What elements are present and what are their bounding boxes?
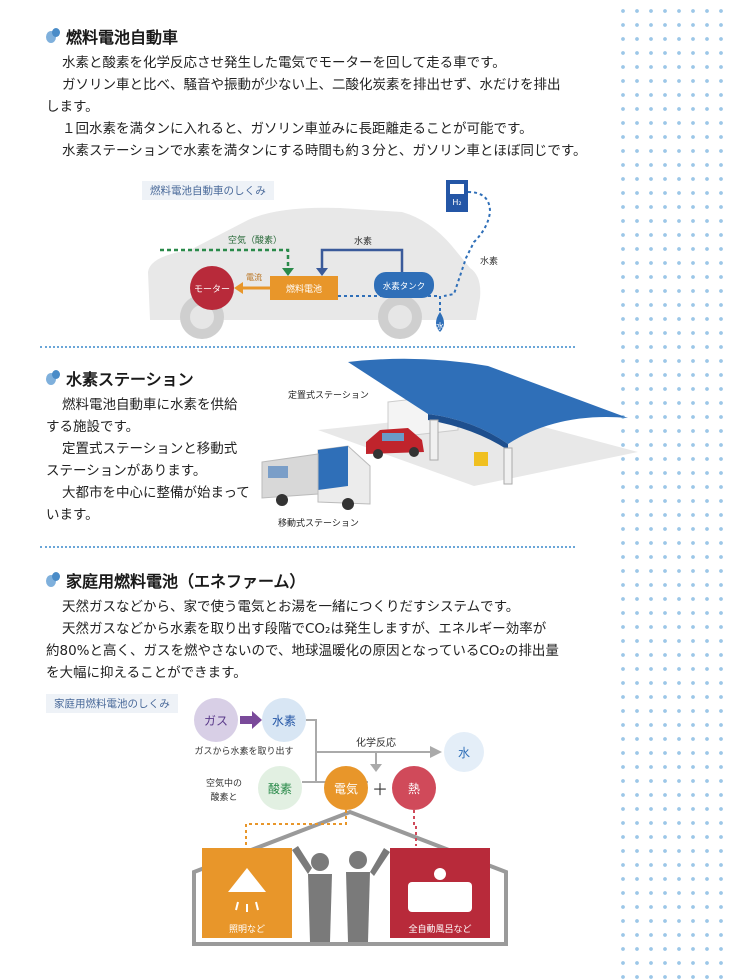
water-label: 水 — [458, 746, 470, 760]
air-label: 空気（酸素） — [228, 234, 282, 246]
gas-arrow — [240, 711, 262, 729]
hydrogen-arrow — [320, 248, 404, 272]
hydrogen-label: 水素 — [272, 714, 296, 728]
heading-text: 水素ステーション — [66, 370, 194, 389]
water-label: 水 — [436, 321, 444, 331]
water-drop-icon — [436, 312, 444, 332]
paragraph-line: １回水素を満タンに入れると、ガソリン車並みに長距離走ることが可能です。 — [62, 121, 533, 137]
hydrogen-pump-icon: H₂ — [446, 180, 468, 212]
oxygen-desc-line: 酸素と — [210, 791, 237, 803]
pillar — [503, 447, 513, 485]
electricity-circle — [324, 766, 368, 810]
reaction-split-arrowhead — [370, 764, 382, 772]
red-car-icon — [366, 428, 424, 459]
hydrogen-tank — [374, 272, 434, 298]
paragraph-line: を大幅に抑えることができます。 — [46, 665, 247, 681]
gas-circle — [194, 698, 238, 742]
paragraph-line: します。 — [46, 99, 99, 115]
hose-line — [443, 191, 492, 297]
oxygen-label: 酸素 — [268, 781, 292, 796]
pillar — [429, 419, 439, 461]
extract-label: ガスから水素を取り出す — [194, 745, 293, 757]
house-outline — [192, 809, 508, 946]
heat-circle — [392, 766, 436, 810]
current-label: 電流 — [246, 272, 262, 282]
mobile-station-truck-icon — [261, 445, 371, 510]
reaction-arrowhead — [430, 746, 442, 758]
lighting-label: 照明など — [229, 924, 265, 935]
motor-circle — [190, 266, 234, 310]
family-icon — [292, 846, 390, 942]
paragraph-line: 天然ガスなどから、家で使う電気とお湯を一緒につくりだすシステムです。 — [62, 599, 520, 615]
air-arrow — [160, 248, 290, 270]
car-hub — [388, 305, 412, 329]
paragraph-line: ガソリン車と比べ、騒音や振動が少ない上、二酸化炭素を排出せず、水だけを排出 — [62, 77, 561, 93]
current-arrowhead — [234, 282, 243, 294]
gas-label: ガス — [204, 714, 228, 728]
diagram-caption: 家庭用燃料電池のしくみ — [46, 694, 178, 713]
heading-text: 家庭用燃料電池（エネファーム） — [66, 572, 306, 591]
mobile-station-label: 移動式ステーション — [278, 517, 359, 529]
water-line — [338, 295, 441, 312]
heat-route — [413, 810, 417, 846]
diagram-caption: 燃料電池自動車のしくみ — [142, 181, 274, 200]
water-circle — [444, 732, 484, 772]
section-divider — [40, 346, 575, 348]
heading-text: 燃料電池自動車 — [66, 28, 179, 47]
bath-label: 全自動風呂など — [408, 923, 471, 935]
paragraph-line: 大都市を中心に整備が始まって — [62, 485, 250, 501]
lighting-box — [202, 848, 292, 938]
heat-label: 熱 — [408, 782, 420, 796]
paragraph-line: 水素ステーションで水素を満タンにする時間も約３分と、ガソリン車とほぼ同じです。 — [62, 143, 587, 159]
fcv-diagram: H₂ 水素 空気（酸素） 水素 モーター 燃料電池 電流 水素タンク 水 — [148, 180, 498, 339]
bullet-icon — [44, 27, 62, 45]
lamp-icon — [228, 868, 266, 892]
bullet-icon — [44, 369, 62, 387]
paragraph-line: 定置式ステーションと移動式 — [62, 441, 238, 457]
section-heading-enefarm: 家庭用燃料電池（エネファーム） — [44, 568, 306, 592]
bathtub-icon — [408, 882, 472, 912]
fuel-cell-box — [270, 276, 338, 300]
paragraph-line: ステーションがあります。 — [46, 463, 207, 479]
reaction-label: 化学反応 — [356, 736, 396, 749]
fixed-station-label: 定置式ステーション — [288, 389, 369, 401]
hydrogen-label: 水素 — [354, 235, 372, 247]
station-illustration: 定置式ステーション 移動式ステーション — [261, 358, 638, 529]
fuel-cell-label: 燃料電池 — [286, 283, 322, 295]
electricity-route — [245, 810, 347, 846]
hydrogen-arrowhead — [316, 268, 328, 276]
paragraph-line: います。 — [46, 507, 99, 523]
enefarm-diagram: ガス 水素 ガスから水素を取り出す 化学反応 水 空気中の 酸素と 酸素 電気 … — [192, 698, 508, 946]
oxygen-desc-line: 空気中の — [206, 777, 242, 789]
paragraph-line: 約80%と高く、ガスを燃やさないので、地球温暖化の原因となっているCO₂の排出量 — [46, 643, 559, 659]
oxygen-circle — [258, 766, 302, 810]
tank-label: 水素タンク — [383, 281, 426, 292]
hydrogen-circle — [262, 698, 306, 742]
bullet-icon — [44, 571, 62, 589]
paragraph-line: 燃料電池自動車に水素を供給 — [62, 397, 238, 413]
dispenser — [474, 452, 488, 466]
plus-label: ＋ — [372, 780, 388, 799]
station-roof-edge — [428, 414, 508, 450]
section-heading-fcv: 燃料電池自動車 — [44, 24, 178, 48]
station-roof — [348, 358, 628, 444]
section-divider — [40, 546, 575, 548]
hose-label: 水素 — [480, 255, 498, 267]
section-heading-station: 水素ステーション — [44, 366, 194, 390]
paragraph-line: する施設です。 — [46, 419, 140, 435]
electricity-label: 電気 — [334, 781, 358, 796]
dot-pattern-border — [612, 0, 730, 980]
motor-label: モーター — [194, 284, 230, 295]
paragraph-line: 天然ガスなどから水素を取り出す段階でCO₂は発生しますが、エネルギー効率が — [62, 621, 547, 637]
paragraph-line: 水素と酸素を化学反応させ発生した電気でモーターを回して走る車です。 — [62, 55, 506, 71]
bather-icon — [434, 868, 446, 880]
pump-label: H₂ — [452, 198, 461, 207]
lamp-rays-icon — [235, 901, 259, 912]
car-hub — [190, 305, 214, 329]
air-arrowhead — [282, 268, 294, 276]
